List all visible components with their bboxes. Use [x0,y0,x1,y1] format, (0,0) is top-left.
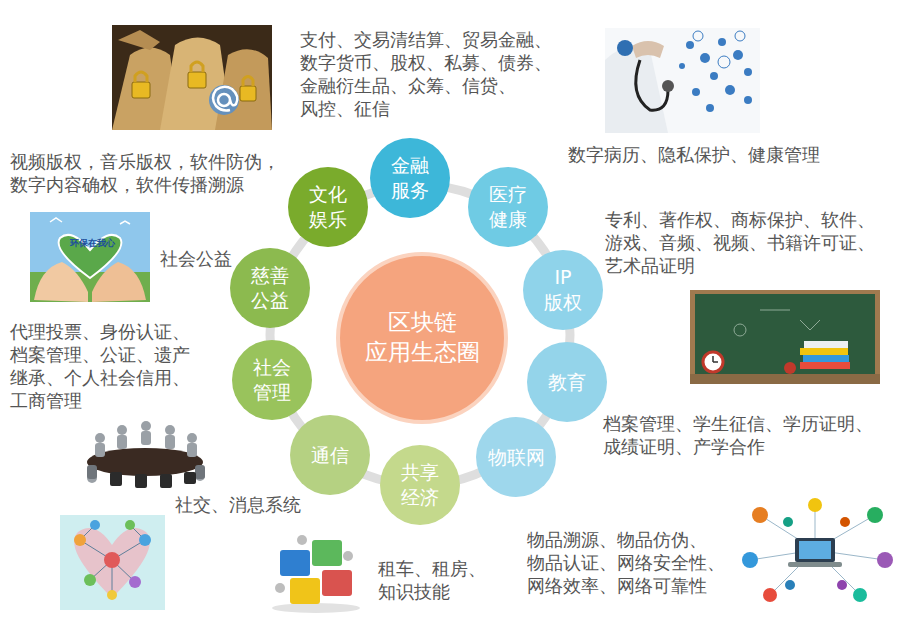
label-holder: 环保在我心 [70,237,115,249]
circle-outline [380,445,460,525]
label-holder: 租车、租房、 知识技能 [378,557,494,603]
application-list: 档案管理、学生征信、学历证明、 成绩证明、产学合作 [603,412,881,458]
application-list: 社交、消息系统 [175,493,315,516]
meeting-picture [87,421,205,488]
circle-fill [338,254,506,422]
circle-outline [232,340,312,420]
charity-picture [30,212,150,302]
application-list: 支付、交易清结算、贸易金融、 数字货币、股权、私募、债券、 金融衍生品、众筹、信… [300,28,562,120]
hub-circle: 区块链 应用生态圈 [336,252,508,424]
blackboard-picture [690,290,880,384]
circle-fill [230,248,310,328]
puzzle-picture [272,535,360,613]
node-label: 金融 服务 [391,153,429,202]
topic-circle: 物联网 [476,417,556,497]
topic-circle: 慈善 公益 [230,248,310,328]
application-list: 物品溯源、物品仿伪、 物品认证、网络安全性、 网络效率、网络可靠性 [527,528,733,597]
node-text-group: 共享 经济 [401,460,439,509]
node-label: 社会 管理 [253,355,291,404]
circle-fill [290,415,370,495]
topic-circle: 社会 管理 [232,340,312,420]
application-list: 视频版权，音乐版权，软件防伪， 数字内容确权，软件传播溯源 [10,150,288,196]
label-holder: 支付、交易清结算、贸易金融、 数字货币、股权、私募、债券、 金融衍生品、众筹、信… [300,28,562,120]
topic-circle: 通信 [290,415,370,495]
node-label: 共享 经济 [401,460,439,509]
circle-outline [523,250,603,330]
circle-outline [370,138,450,218]
circle-outline [288,167,368,247]
node-text-group: 金融 服务 [391,153,429,202]
application-list: 社会公益 [160,247,240,270]
node-text-group: 文化 娱乐 [309,182,347,231]
node-text-group: 社会 管理 [253,355,291,404]
circle-fill [523,250,603,330]
node-text-group: 物联网 [488,445,545,470]
circle-outline [336,252,508,424]
node-label: IP 版权 [544,265,582,314]
node-label: 教育 [548,370,586,395]
topic-circle: 医疗 健康 [468,167,548,247]
circle-outline [230,248,310,328]
circle-fill [232,340,312,420]
label-holder: 社交、消息系统 [175,493,315,516]
circle-outline [468,167,548,247]
topic-circle: IP 版权 [523,250,603,330]
node-text-group: 区块链 应用生态圈 [365,308,480,368]
node-text-group: 通信 [311,443,349,468]
circle-fill [288,167,368,247]
label-holder: 专利、著作权、商标保护、软件、 游戏、音频、视频、书籍许可证、 艺术品证明 [605,208,883,277]
label-holder: 代理投票、身份认证、 档案管理、公证、遗产 继承、个人社会信用、 工商管理 [10,320,198,412]
application-list: 代理投票、身份认证、 档案管理、公证、遗产 继承、个人社会信用、 工商管理 [10,320,198,412]
node-label: 慈善 公益 [251,263,289,312]
topic-circle: 教育 [527,342,607,422]
application-list: 租车、租房、 知识技能 [378,557,494,603]
topic-circle: 共享 经济 [380,445,460,525]
money-bags-picture [112,25,272,130]
node-text-group: 医疗 健康 [489,182,527,231]
label-holder: 物品溯源、物品仿伪、 物品认证、网络安全性、 网络效率、网络可靠性 [527,528,733,597]
label-holder: 数字病历、隐私保护、健康管理 [568,143,830,166]
node-label: 区块链 应用生态圈 [365,308,480,368]
picture-caption: 环保在我心 [70,237,115,249]
social-network-picture [60,515,165,610]
topic-circle: 文化 娱乐 [288,167,368,247]
node-label: 医疗 健康 [489,182,527,231]
topic-circle: 金融 服务 [370,138,450,218]
label-holder: 视频版权，音乐版权，软件防伪， 数字内容确权，软件传播溯源 [10,150,288,196]
circle-fill [527,342,607,422]
circle-fill [370,138,450,218]
label-holder: 社会公益 [160,247,240,270]
node-text-group: 慈善 公益 [251,263,289,312]
node-label: 文化 娱乐 [309,182,347,231]
label-holder: 档案管理、学生征信、学历证明、 成绩证明、产学合作 [603,412,881,458]
circle-fill [468,167,548,247]
node-text-group: 教育 [548,370,586,395]
iot-network-picture [742,498,893,602]
application-list: 数字病历、隐私保护、健康管理 [568,143,830,166]
doctor-picture [605,28,760,133]
node-label: 通信 [311,443,349,468]
application-list: 专利、著作权、商标保护、软件、 游戏、音频、视频、书籍许可证、 艺术品证明 [605,208,883,277]
circle-fill [476,417,556,497]
node-text-group: IP 版权 [544,265,582,314]
circle-fill [380,445,460,525]
node-label: 物联网 [488,445,545,470]
